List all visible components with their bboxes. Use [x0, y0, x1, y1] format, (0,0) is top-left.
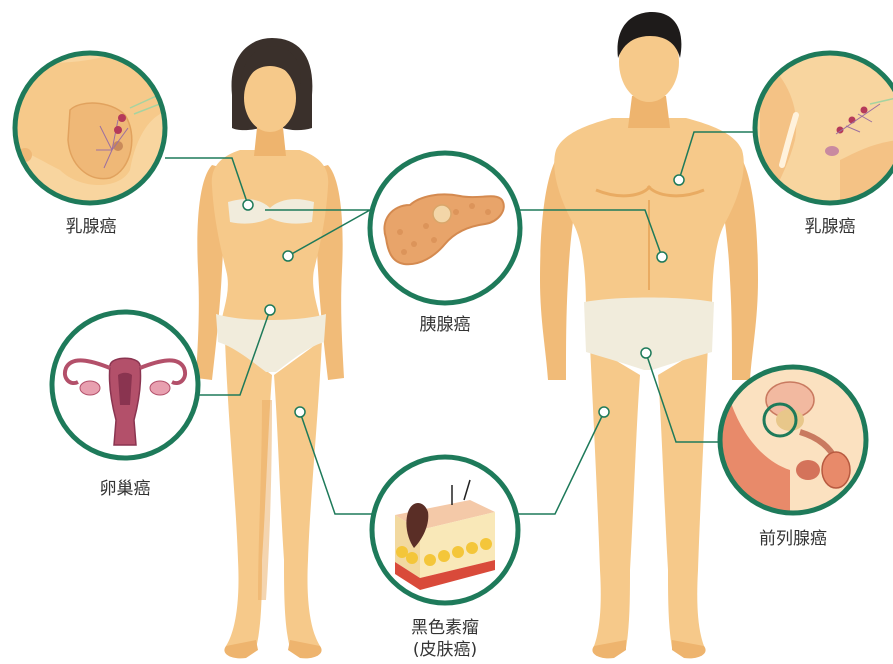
label-prostate-cancer: 前列腺癌 — [738, 528, 848, 550]
label-melanoma-line1: 黑色素瘤 — [390, 617, 500, 639]
label-melanoma-line2: (皮肤癌) — [390, 639, 500, 661]
label-pancreatic-cancer: 胰腺癌 — [400, 314, 490, 336]
label-melanoma: 黑色素瘤 (皮肤癌) — [390, 617, 500, 661]
label-breast-cancer-male: 乳腺癌 — [785, 216, 875, 238]
prostate-cancer-callout — [720, 367, 866, 513]
melanoma-callout — [372, 457, 518, 603]
ovarian-cancer-callout — [52, 312, 198, 458]
label-ovarian-cancer: 卵巢癌 — [80, 478, 170, 500]
label-breast-cancer-female: 乳腺癌 — [46, 216, 136, 238]
breast-cancer-female-callout — [10, 40, 175, 210]
male-figure — [540, 12, 758, 658]
breast-cancer-male-callout — [750, 50, 893, 210]
pancreatic-cancer-callout — [370, 153, 520, 303]
female-figure — [196, 38, 344, 658]
